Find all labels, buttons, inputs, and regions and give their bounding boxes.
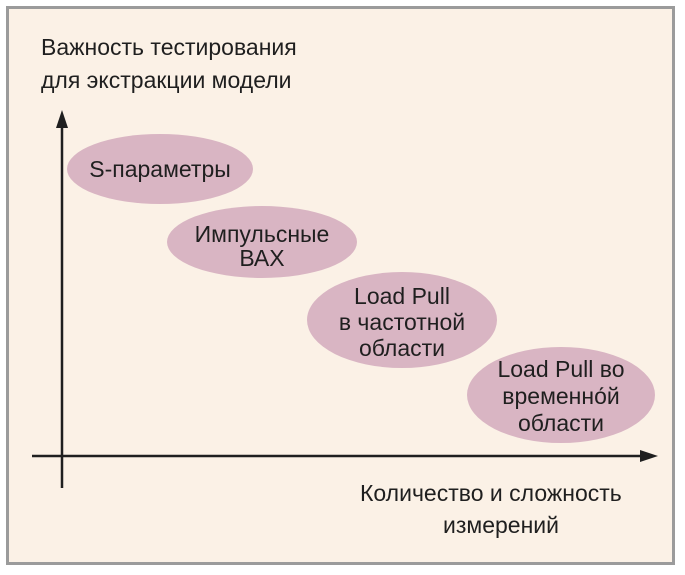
node-text-line: S-параметры <box>89 156 231 182</box>
y-axis-arrowhead <box>56 110 68 128</box>
node-text-line: области <box>518 410 604 436</box>
node-text-line: Импульсные <box>195 221 330 247</box>
node-text-line: области <box>359 335 445 361</box>
node-text-line: временно́й <box>502 383 619 409</box>
node-text-line: Load Pull во <box>497 356 624 382</box>
x-axis-arrowhead <box>640 450 658 462</box>
node-s-parameters: S-параметры <box>67 134 253 204</box>
node-text-line: в частотной <box>339 309 465 335</box>
node-text-line: Load Pull <box>354 283 450 309</box>
node-text-line: ВАХ <box>239 245 284 271</box>
y-axis-label-line-2: для экстракции модели <box>41 67 292 93</box>
node-load-pull-time: Load Pull во временно́й области <box>467 347 655 443</box>
node-ellipse <box>167 206 357 278</box>
y-axis-label-line-1: Важность тестирования <box>41 34 297 60</box>
node-load-pull-frequency: Load Pull в частотной области <box>307 272 497 368</box>
x-axis-label-line-2: измерений <box>443 512 559 538</box>
node-ellipse <box>467 347 655 443</box>
node-pulsed-iv: Импульсные ВАХ <box>167 206 357 278</box>
node-ellipse <box>67 134 253 204</box>
x-axis-label-line-1: Количество и сложность <box>360 480 622 506</box>
node-ellipse <box>307 272 497 368</box>
